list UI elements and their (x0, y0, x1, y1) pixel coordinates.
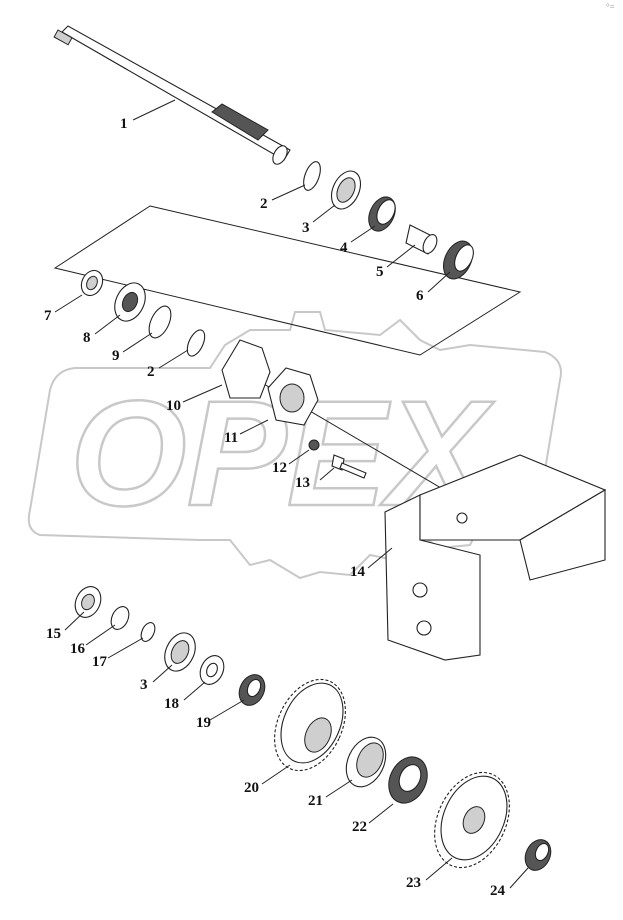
callout-21: 21 (308, 793, 323, 809)
part-13-bolt (331, 454, 367, 479)
part-3-bearing-second (164, 632, 196, 672)
callout-23: 23 (406, 875, 421, 891)
callout-17: 17 (92, 654, 108, 670)
callout-2-second: 2 (147, 364, 155, 380)
callout-3-second: 3 (140, 677, 148, 693)
leader-lines (54, 99, 529, 889)
part-16-lock-washer (110, 606, 130, 630)
part-9-washer (148, 305, 172, 339)
callout-5: 5 (376, 264, 384, 280)
callout-12: 12 (272, 460, 287, 476)
group-outline (53, 205, 522, 356)
part-19-needle-bearing (238, 674, 266, 706)
part-11-cover (267, 367, 319, 426)
callout-3: 3 (302, 220, 310, 236)
part-2-snap-ring (303, 161, 321, 191)
callout-9: 9 (112, 348, 120, 364)
part-23-gear (434, 771, 510, 869)
part-8-bearing (114, 282, 146, 322)
callout-4: 4 (340, 240, 348, 256)
callout-16: 16 (70, 641, 86, 657)
callout-18: 18 (164, 696, 179, 712)
part-21-sleeve (345, 736, 387, 788)
callout-11: 11 (224, 430, 238, 446)
part-4-small-gear (368, 196, 396, 232)
corner-mark: °= (606, 2, 615, 12)
callout-20: 20 (244, 780, 259, 796)
callout-22: 22 (352, 819, 367, 835)
part-5-sleeve (405, 224, 438, 255)
watermark-gear-outline (27, 311, 562, 580)
callout-24: 24 (490, 883, 506, 899)
callout-15: 15 (46, 626, 61, 642)
callout-6: 6 (416, 288, 424, 304)
callout-8: 8 (83, 330, 91, 346)
part-20-large-gear (274, 678, 346, 772)
callout-10: 10 (166, 398, 181, 414)
part-17-washer (140, 622, 156, 642)
part-7-nut (80, 269, 104, 297)
callout-2: 2 (260, 196, 268, 212)
callout-1: 1 (120, 116, 128, 132)
part-14-bracket (384, 454, 607, 661)
part-24-bushing (524, 839, 552, 871)
callout-19: 19 (196, 715, 211, 731)
part-15-nut (74, 586, 102, 618)
callout-14: 14 (350, 564, 366, 580)
callout-13: 13 (295, 475, 310, 491)
part-6-gear (442, 240, 474, 280)
part-18-washer (199, 655, 225, 685)
part-22-synchronizer (388, 756, 428, 804)
part-1-shaft (53, 25, 291, 165)
part-3-bearing (330, 170, 362, 210)
part-12-washer (308, 439, 320, 451)
callout-labels: 1 2 3 4 5 6 7 8 9 2 10 11 12 13 14 15 16… (44, 116, 506, 899)
part-2-snap-ring-second (186, 329, 206, 357)
part-10-gasket (221, 339, 271, 399)
callout-7: 7 (44, 308, 52, 324)
